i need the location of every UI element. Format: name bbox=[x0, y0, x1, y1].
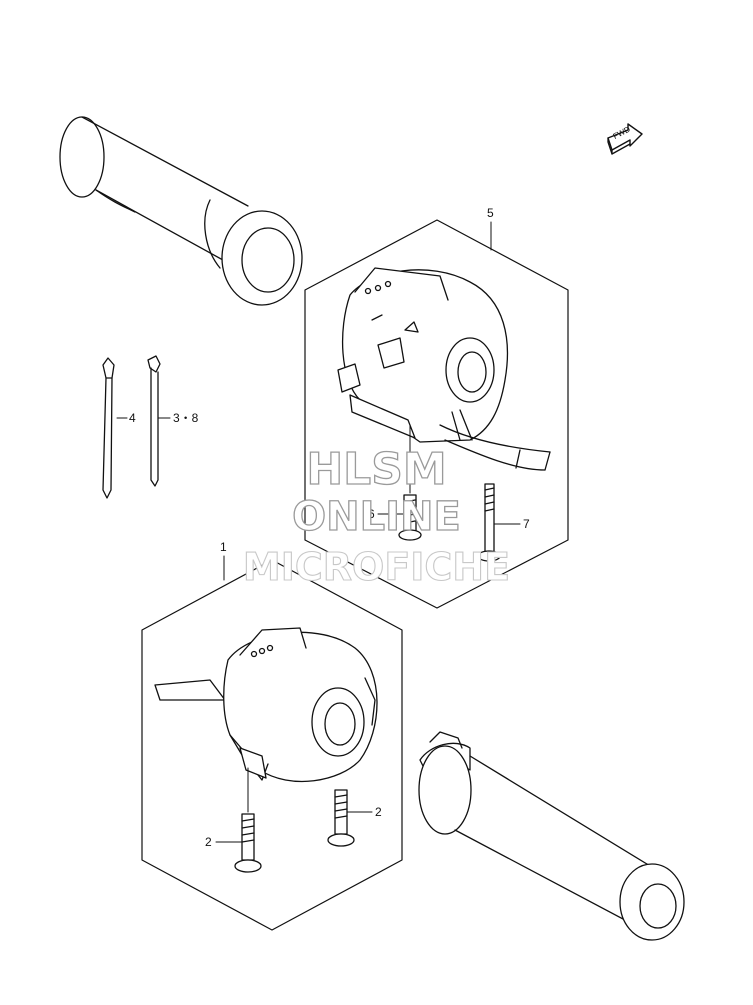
callout-6: 6 bbox=[368, 507, 375, 521]
cable-tie-4 bbox=[102, 357, 115, 499]
screw-6 bbox=[398, 424, 422, 541]
leader-lines bbox=[116, 221, 521, 843]
left-switch-housing bbox=[154, 627, 378, 783]
callout-4: 4 bbox=[129, 411, 136, 425]
right-throttle-grip bbox=[418, 731, 685, 941]
cable-tie-3-8 bbox=[147, 355, 161, 487]
callout-5: 5 bbox=[487, 206, 494, 220]
callout-1: 1 bbox=[220, 540, 227, 554]
left-handlebar-grip bbox=[59, 116, 303, 306]
callout-2-upper: 2 bbox=[375, 805, 382, 819]
assembly-boundary-1 bbox=[141, 559, 403, 931]
assembly-boundary-5 bbox=[304, 219, 569, 609]
screw-7 bbox=[477, 483, 501, 562]
screw-2-upper bbox=[327, 789, 355, 847]
right-switch-housing bbox=[337, 267, 551, 471]
callout-3-8: 3・8 bbox=[173, 411, 199, 425]
callout-7: 7 bbox=[523, 517, 530, 531]
screw-2-lower bbox=[234, 767, 262, 873]
callout-2-lower: 2 bbox=[205, 835, 212, 849]
fwd-arrow-icon bbox=[607, 123, 643, 155]
